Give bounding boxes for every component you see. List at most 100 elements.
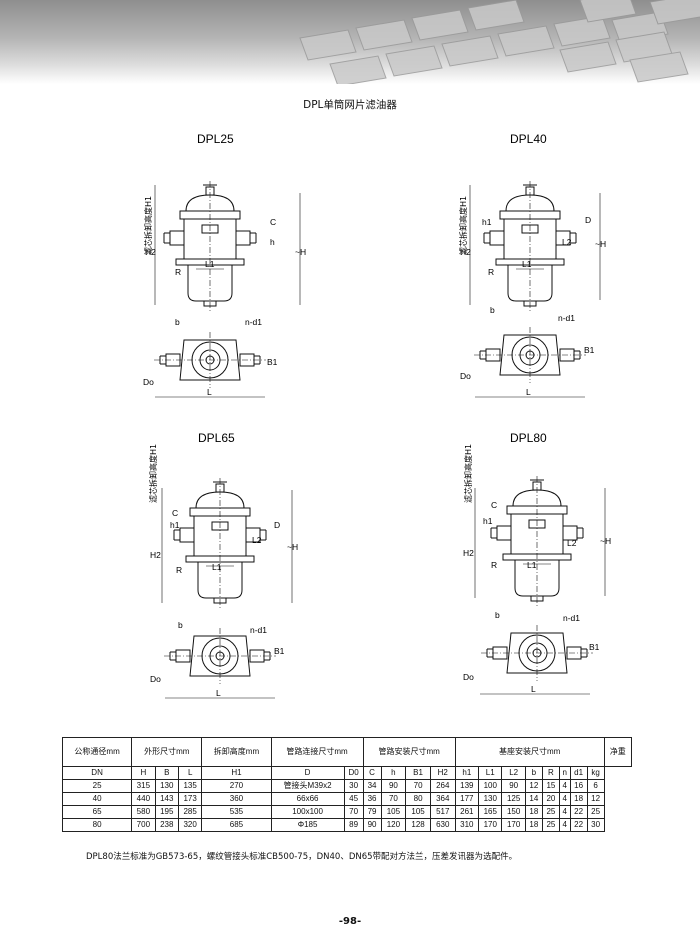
table-cell: 25 xyxy=(541,805,560,819)
dim-label: b xyxy=(175,317,180,327)
table-cell: 440 xyxy=(131,792,156,806)
column-header: H2 xyxy=(429,766,456,780)
column-header: kg xyxy=(586,766,605,780)
dim-label: Do xyxy=(463,672,474,682)
drawing-dpl40: DPL40 滤芯拆卸高度H1 H2 h1 D L2 L1 R ~H b n-d1… xyxy=(458,132,606,398)
dim-label: B1 xyxy=(267,357,278,367)
dim-label: h xyxy=(270,237,275,247)
dim-label: L1 xyxy=(527,560,537,570)
table-cell: 6 xyxy=(586,779,605,793)
dim-label: h1 xyxy=(483,516,493,526)
table-cell: 580 xyxy=(131,805,156,819)
dim-label: ~H xyxy=(595,239,606,249)
dim-label: L xyxy=(531,684,536,694)
dim-label: n-d1 xyxy=(245,317,262,327)
table-cell: 70 xyxy=(405,779,431,793)
document-title: DPL单筒网片滤油器 xyxy=(303,99,397,111)
table-cell: 4 xyxy=(558,792,571,806)
group-header: 管路连接尺寸mm xyxy=(270,737,364,767)
dim-label: B1 xyxy=(584,345,595,355)
dim-label: R xyxy=(488,267,494,277)
table-cell: 14 xyxy=(524,792,543,806)
table-cell: 66x66 xyxy=(270,792,345,806)
table-cell: 70 xyxy=(380,792,407,806)
table-cell: 4 xyxy=(558,805,571,819)
dim-label: L1 xyxy=(212,562,222,572)
table-cell: 18 xyxy=(524,805,543,819)
table-cell: 285 xyxy=(177,805,203,819)
dim-label: R xyxy=(176,565,182,575)
dim-label: H2 xyxy=(150,550,161,560)
table-cell: 45 xyxy=(343,792,364,806)
table-cell: 30 xyxy=(586,818,605,832)
column-header: h xyxy=(380,766,407,780)
column-header: D xyxy=(270,766,345,780)
dim-label: Do xyxy=(150,674,161,684)
model-label: DPL25 xyxy=(197,132,234,146)
column-header: B xyxy=(154,766,179,780)
table-cell: 30 xyxy=(343,779,364,793)
column-header: L1 xyxy=(478,766,503,780)
table-cell: 120 xyxy=(380,818,407,832)
dim-label: L2 xyxy=(252,535,262,545)
table-cell: 125 xyxy=(501,792,526,806)
table-cell: 105 xyxy=(380,805,407,819)
group-header: 外形尺寸mm xyxy=(131,737,203,767)
spec-table: 公称通径mm 外形尺寸mm 拆卸高度mm 管路连接尺寸mm 管路安装尺寸mm 基… xyxy=(61,737,633,832)
table-cell: 143 xyxy=(154,792,179,806)
table-cell: 270 xyxy=(201,779,272,793)
dim-label: C xyxy=(491,500,497,510)
removal-height-label: 滤芯拆卸高度H1 xyxy=(148,444,158,503)
table-cell: 70 xyxy=(343,805,364,819)
dim-label: H2 xyxy=(145,247,156,257)
dim-label: ~H xyxy=(295,247,306,257)
table-cell: 80 xyxy=(405,792,431,806)
table-cell: 150 xyxy=(501,805,526,819)
table-cell: 100 xyxy=(478,779,503,793)
removal-height-label: 滤芯拆卸高度H1 xyxy=(143,196,153,255)
dim-label: h1 xyxy=(482,217,492,227)
dim-label: C xyxy=(270,217,276,227)
table-cell: 15 xyxy=(541,779,560,793)
model-label: DPL80 xyxy=(510,431,547,445)
table-cell: 261 xyxy=(454,805,480,819)
table-cell: 130 xyxy=(478,792,503,806)
table-cell: 173 xyxy=(177,792,203,806)
column-header: L xyxy=(177,766,203,780)
column-header: h1 xyxy=(454,766,480,780)
table-cell: 20 xyxy=(541,792,560,806)
table-cell: 195 xyxy=(154,805,179,819)
removal-height-label: 滤芯拆卸高度H1 xyxy=(458,196,468,255)
table-cell: 170 xyxy=(501,818,526,832)
table-cell: 34 xyxy=(362,779,382,793)
dim-label: B1 xyxy=(589,642,600,652)
column-header: DN xyxy=(61,766,133,780)
drawing-dpl25: DPL25 滤芯拆卸高度H1 H2 C h L1 R ~H b n-d1 B1 … xyxy=(143,132,306,398)
table-cell: 264 xyxy=(429,779,456,793)
table-cell: 320 xyxy=(177,818,203,832)
table-cell: 25 xyxy=(586,805,605,819)
dim-label: Do xyxy=(143,377,154,387)
drawing-dpl80: DPL80 滤芯拆卸高度H1 H2 h1 C L2 L1 R ~H b n-d1… xyxy=(463,431,611,695)
table-cell: 535 xyxy=(201,805,272,819)
dim-label: b xyxy=(495,610,500,620)
table-cell: 90 xyxy=(362,818,382,832)
dim-label: L1 xyxy=(522,259,532,269)
table-cell: 12 xyxy=(586,792,605,806)
dim-label: Do xyxy=(460,371,471,381)
dim-label: L1 xyxy=(205,259,215,269)
table-cell: 310 xyxy=(454,818,480,832)
model-label: DPL40 xyxy=(510,132,547,146)
group-header: 拆卸高度mm xyxy=(201,737,272,767)
group-header: 公称通径mm xyxy=(61,737,133,767)
column-header: d1 xyxy=(569,766,588,780)
table-cell: 135 xyxy=(177,779,203,793)
table-cell: 22 xyxy=(569,818,588,832)
dim-label: ~H xyxy=(600,536,611,546)
table-cell: 89 xyxy=(343,818,364,832)
dim-label: D xyxy=(585,215,591,225)
